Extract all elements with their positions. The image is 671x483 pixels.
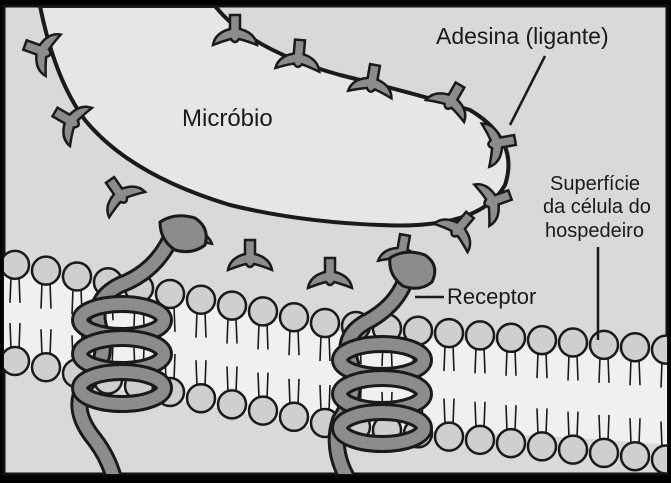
- host-surface-label-line1: Superfície: [550, 173, 640, 195]
- lipid-head-inner: [466, 426, 494, 454]
- lipid-tail: [568, 355, 569, 381]
- lipid-tail: [661, 421, 662, 447]
- lipid-tail: [475, 347, 476, 373]
- lipid-tail: [630, 359, 631, 385]
- lipid-tail: [484, 347, 485, 373]
- lipid-head-outer: [621, 333, 649, 361]
- lipid-tail: [227, 366, 228, 392]
- lipid-tail: [630, 418, 631, 444]
- lipid-tail: [515, 350, 516, 376]
- lipid-tail: [484, 402, 485, 428]
- lipid-head-outer: [311, 309, 339, 337]
- lipid-tail: [174, 354, 175, 380]
- host-surface-label-line2: da célula do: [543, 196, 651, 218]
- lipid-tail: [236, 366, 237, 392]
- lipid-tail: [50, 283, 51, 309]
- lipid-head-inner: [1, 347, 29, 375]
- lipid-tail: [506, 405, 507, 431]
- lipid-tail: [41, 329, 42, 355]
- lipid-tail: [205, 360, 206, 386]
- lipid-head-inner: [280, 403, 308, 431]
- lipid-tail: [19, 323, 20, 349]
- lipid-tail: [515, 405, 516, 431]
- lipid-tail: [10, 277, 11, 303]
- lipid-tail: [608, 415, 609, 441]
- lipid-tail: [19, 277, 20, 303]
- lipid-tail: [298, 379, 299, 405]
- lipid-head-outer: [497, 324, 525, 352]
- lipid-tail: [453, 399, 454, 425]
- lipid-tail: [546, 408, 547, 434]
- lipid-tail: [577, 412, 578, 438]
- lipid-tail: [267, 323, 268, 349]
- host-surface-label-line3: hospedeiro: [545, 220, 644, 242]
- lipid-tail: [608, 357, 609, 383]
- lipid-tail: [568, 412, 569, 438]
- lipid-tail: [506, 350, 507, 376]
- lipid-tail: [72, 288, 73, 314]
- lipid-tail: [258, 373, 259, 399]
- lipid-tail: [546, 352, 547, 378]
- lipid-head-inner: [590, 439, 618, 467]
- adhesin-label: Adesina (ligante): [436, 23, 609, 49]
- microbe-label: Micróbio: [182, 105, 273, 132]
- lipid-head-outer: [63, 262, 91, 290]
- lipid-head-outer: [218, 292, 246, 320]
- lipid-head-inner: [218, 390, 246, 418]
- lipid-tail: [196, 312, 197, 338]
- lipid-tail: [639, 359, 640, 385]
- lipid-head-outer: [32, 257, 60, 285]
- lipid-tail: [577, 355, 578, 381]
- lipid-tail: [289, 329, 290, 355]
- lipid-head-inner: [187, 384, 215, 412]
- lipid-head-outer: [466, 321, 494, 349]
- lipid-tail: [320, 385, 321, 411]
- lipid-tail: [453, 345, 454, 371]
- lipid-tail: [444, 399, 445, 425]
- lipid-head-inner: [559, 436, 587, 464]
- lipid-head-outer: [1, 251, 29, 279]
- receptor-label: Receptor: [447, 284, 536, 309]
- lipid-tail: [10, 323, 11, 349]
- lipid-head-inner: [621, 442, 649, 470]
- lipid-head-outer: [590, 331, 618, 359]
- lipid-head-inner: [435, 423, 463, 451]
- lipid-tail: [639, 418, 640, 444]
- lipid-head-inner: [32, 353, 60, 381]
- lipid-tail: [236, 318, 237, 344]
- lipid-tail: [227, 318, 228, 344]
- lipid-tail: [289, 379, 290, 405]
- lipid-tail: [174, 306, 175, 332]
- lipid-tail: [537, 408, 538, 434]
- lipid-tail: [661, 362, 662, 388]
- lipid-tail: [329, 385, 330, 411]
- lipid-tail: [475, 402, 476, 428]
- lipid-tail: [298, 329, 299, 355]
- lipid-tail: [320, 335, 321, 361]
- lipid-tail: [205, 312, 206, 338]
- lipid-tail: [599, 357, 600, 383]
- lipid-head-outer: [528, 326, 556, 354]
- lipid-tail: [537, 352, 538, 378]
- lipid-tail: [444, 345, 445, 371]
- lipid-head-inner: [497, 429, 525, 457]
- lipid-tail: [329, 335, 330, 361]
- lipid-tail: [267, 373, 268, 399]
- lipid-head-inner: [528, 432, 556, 460]
- lipid-head-outer: [435, 319, 463, 347]
- lipid-head-outer: [280, 303, 308, 331]
- lipid-tail: [258, 323, 259, 349]
- lipid-head-outer: [187, 286, 215, 314]
- lipid-tail: [41, 283, 42, 309]
- lipid-head-outer: [559, 329, 587, 357]
- lipid-tail: [50, 329, 51, 355]
- lipid-tail: [599, 415, 600, 441]
- lipid-tail: [196, 360, 197, 386]
- lipid-head-inner: [249, 397, 277, 425]
- lipid-head-outer: [249, 297, 277, 325]
